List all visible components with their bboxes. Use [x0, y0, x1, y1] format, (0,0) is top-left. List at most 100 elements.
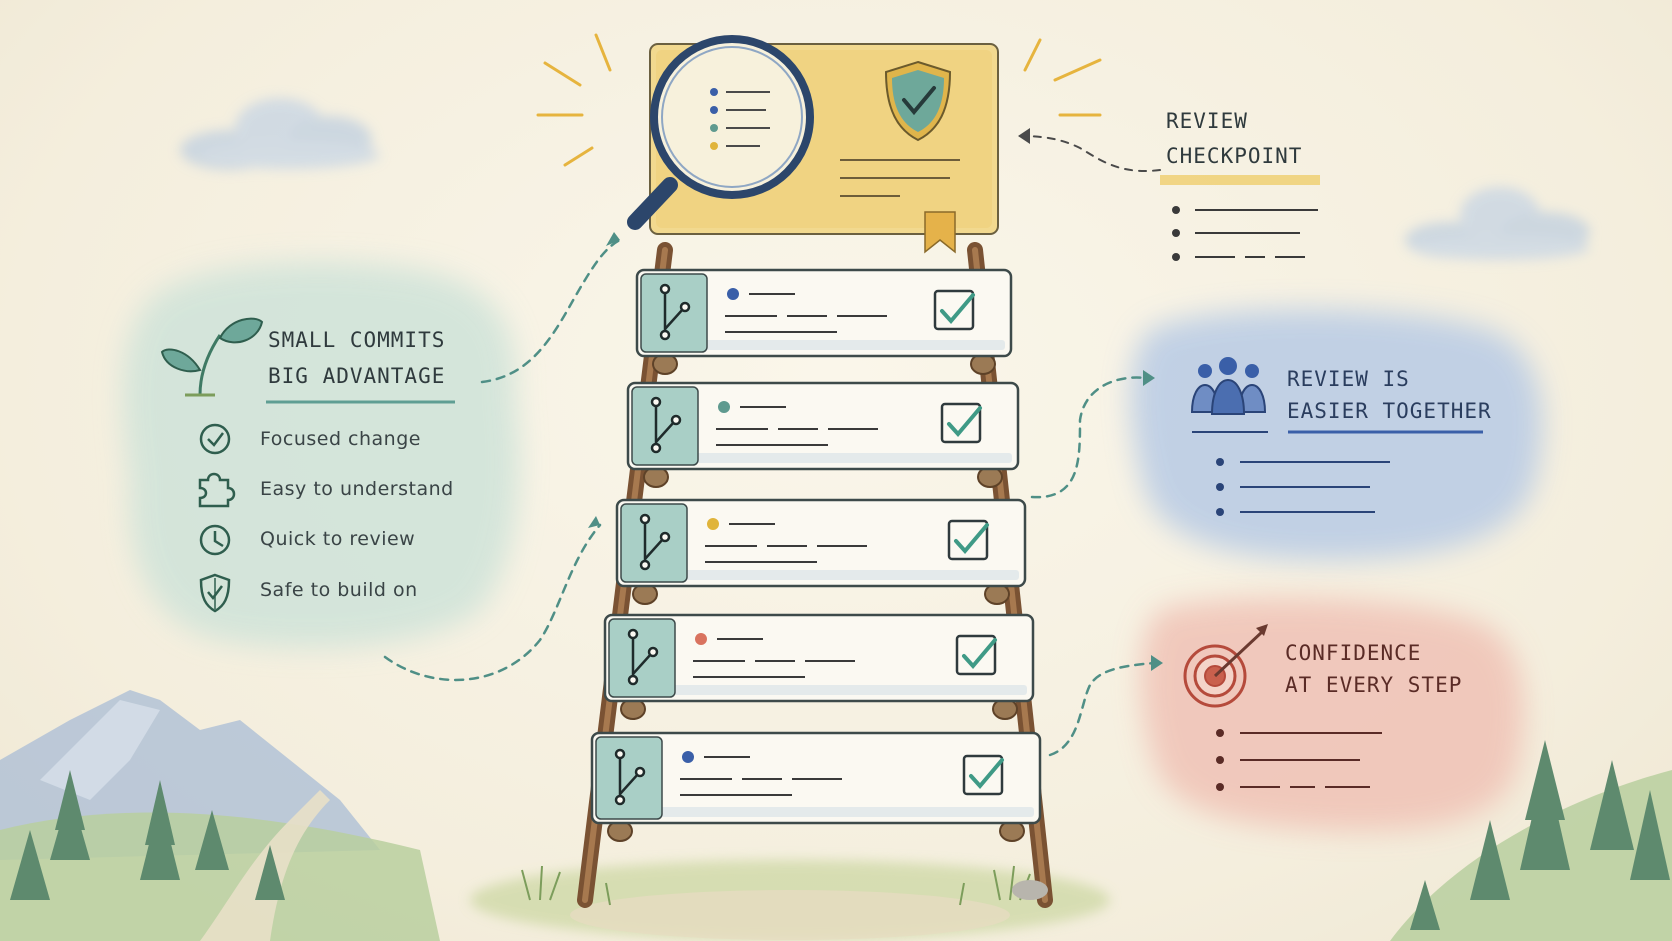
benefit-quick-to-review: Quick to review	[260, 528, 416, 550]
card-icon-tab	[620, 503, 688, 583]
git-branch-icon	[614, 748, 646, 806]
card-shadow	[634, 453, 1012, 463]
card-text-lines	[693, 638, 855, 678]
git-branch-icon	[659, 283, 691, 341]
branch-node	[659, 531, 671, 543]
status-dot	[695, 633, 707, 645]
sprout-icon	[160, 317, 264, 397]
branch-fork	[632, 653, 652, 675]
checkmark	[947, 406, 982, 438]
status-dot	[718, 401, 730, 413]
card-icon-tab	[595, 736, 663, 820]
ground-grass	[470, 860, 1110, 940]
checkmark	[962, 638, 997, 670]
checkbox-checked-icon	[940, 402, 982, 444]
card-text-lines	[725, 293, 887, 333]
branch-node	[627, 674, 639, 686]
checkpoint-connector	[1019, 135, 1161, 172]
checkbox-frame	[940, 402, 982, 444]
checkbox-frame	[955, 634, 997, 676]
branch-node	[650, 442, 662, 454]
branch-node	[639, 513, 651, 525]
card-icon-tab	[608, 618, 676, 698]
benefit-focused-change: Focused change	[260, 428, 421, 450]
team-panel-wash	[1130, 309, 1543, 560]
checkpoint-bullets	[1172, 206, 1180, 261]
checkpoint-title: REVIEW CHECKPOINT	[1166, 104, 1302, 174]
git-branch-icon	[650, 396, 682, 454]
branch-node	[647, 646, 659, 658]
branch-fork	[644, 538, 664, 560]
dashed-connectors	[383, 238, 1157, 757]
git-branch-icon	[627, 628, 659, 686]
team-title-line1: REVIEW IS	[1287, 367, 1410, 391]
confidence-panel-title: CONFIDENCE AT EVERY STEP	[1285, 637, 1462, 701]
card-shadow	[623, 570, 1019, 580]
confidence-panel-wash	[1140, 598, 1524, 832]
branch-fork	[619, 773, 639, 795]
target-icon	[1183, 624, 1268, 708]
branch-node	[650, 396, 662, 408]
commit-rung-3	[615, 498, 1027, 605]
left-title-line2: BIG ADVANTAGE	[268, 364, 446, 388]
team-panel-title: REVIEW IS EASIER TOGETHER	[1287, 363, 1492, 427]
review-checkpoint-card	[536, 33, 1102, 254]
confidence-title-line2: AT EVERY STEP	[1285, 673, 1463, 697]
branch-node	[614, 794, 626, 806]
shield-check-icon	[884, 60, 952, 142]
sparkle-lines	[536, 33, 1102, 167]
connector-arrowheads	[588, 232, 1163, 671]
checkpoint-title-line1: REVIEW	[1166, 109, 1248, 133]
checkpoint-title-underline	[1160, 175, 1320, 185]
checkbox-frame	[947, 519, 989, 561]
commit-rungs	[590, 268, 1042, 842]
card-shadow	[643, 340, 1005, 350]
check-circle-icon	[199, 423, 231, 455]
commit-rung-5	[590, 731, 1042, 842]
checkbox-checked-icon	[947, 519, 989, 561]
team-title-line2: EASIER TOGETHER	[1287, 399, 1492, 423]
confidence-title-line1: CONFIDENCE	[1285, 641, 1422, 665]
commit-card	[603, 613, 1035, 703]
branch-node	[679, 301, 691, 313]
cloud-left	[180, 98, 380, 170]
branch-node	[639, 559, 651, 571]
status-dot	[682, 751, 694, 763]
card-icon-tab	[640, 273, 708, 353]
checkmark	[954, 523, 989, 555]
commit-rung-2	[626, 381, 1020, 488]
cloud-right	[1405, 187, 1590, 260]
card-text-lines	[716, 406, 878, 446]
branch-node	[627, 628, 639, 640]
checkbox-frame	[933, 289, 975, 331]
checkmark	[940, 293, 975, 325]
branch-node	[614, 748, 626, 760]
card-icon-tab	[631, 386, 699, 466]
benefit-easy-to-understand: Easy to understand	[260, 478, 454, 500]
magnifier-icon	[627, 35, 814, 230]
checkbox-checked-icon	[933, 289, 975, 331]
checkbox-checked-icon	[962, 754, 1004, 796]
commit-rung-4	[603, 613, 1035, 720]
shield-check-small-icon	[199, 573, 231, 613]
checkpoint-title-line2: CHECKPOINT	[1166, 144, 1303, 168]
card-shadow	[598, 807, 1034, 817]
left-title-line1: SMALL COMMITS	[268, 328, 446, 352]
card-text-lines	[680, 756, 842, 796]
card-shadow	[611, 685, 1027, 695]
checkbox-checked-icon	[955, 634, 997, 676]
clock-icon	[199, 524, 231, 556]
people-group-icon	[1190, 357, 1267, 415]
bookmark-icon	[924, 211, 956, 254]
branch-node	[634, 766, 646, 778]
git-branch-icon	[639, 513, 671, 571]
status-dot	[707, 518, 719, 530]
hill-landscape-right	[1390, 740, 1672, 941]
puzzle-icon	[198, 472, 236, 508]
card-text-lines	[840, 159, 960, 197]
mountain-landscape	[0, 690, 440, 941]
branch-fork	[655, 421, 675, 443]
branch-node	[659, 283, 671, 295]
